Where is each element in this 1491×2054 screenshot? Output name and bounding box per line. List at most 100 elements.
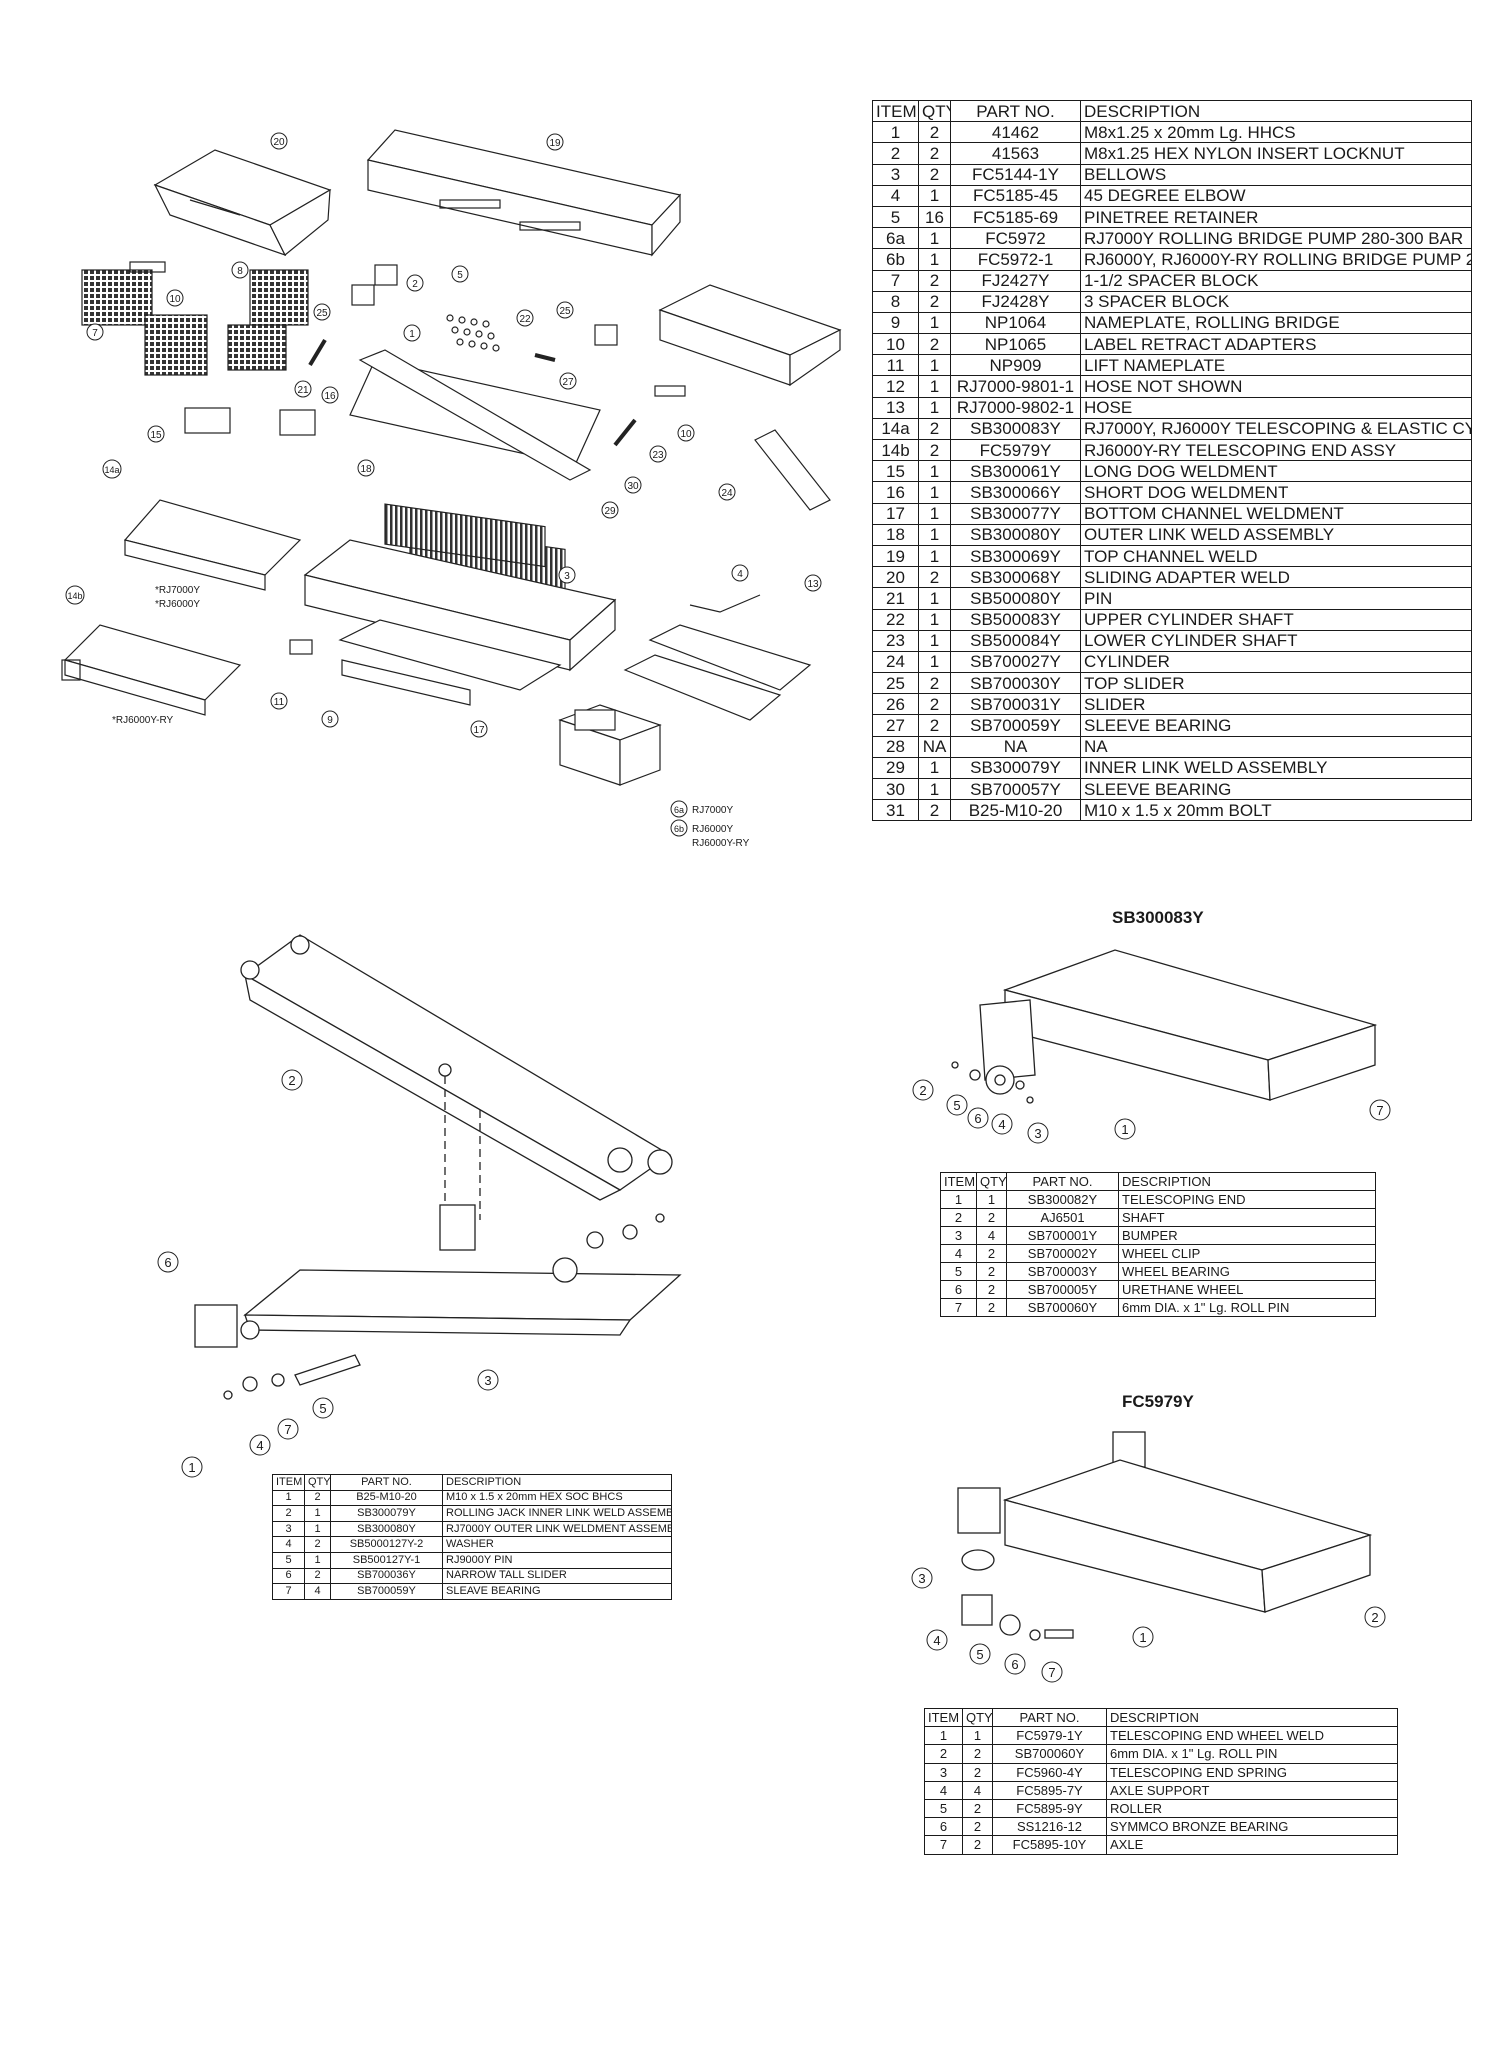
cell-qty: 2 — [918, 799, 951, 822]
part-pin — [308, 338, 327, 367]
fc-callout-1: 1 — [1132, 1626, 1154, 1648]
part-shaft — [969, 1069, 981, 1081]
callout-22: 22 — [516, 309, 534, 327]
cell-description: SLEEVE BEARING — [1080, 714, 1472, 737]
cell-description: M10 x 1.5 x 20mm BOLT — [1080, 799, 1472, 822]
svg-text:27: 27 — [562, 377, 574, 388]
cell-part-no: SB700001Y — [1006, 1226, 1119, 1245]
cell-part-no: SB500084Y — [950, 629, 1081, 652]
link-callout-4: 4 — [249, 1434, 271, 1456]
part-telescoping-end-right — [623, 654, 782, 721]
cell-description: SLIDING ADAPTER WELD — [1080, 566, 1472, 589]
cell-part-no: SB500080Y — [950, 587, 1081, 610]
cell-qty: 1 — [918, 777, 951, 801]
cell-qty: 2 — [962, 1817, 993, 1837]
callout-9: 9 — [321, 710, 339, 728]
cell-item: 30 — [872, 777, 919, 801]
callout-27: 27 — [559, 372, 577, 390]
cell-qty: 2 — [962, 1835, 993, 1855]
cell-qty: 4 — [976, 1226, 1007, 1245]
cell-part-no: FC5960-4Y — [992, 1762, 1107, 1782]
part-axle-support — [961, 1594, 993, 1626]
svg-text:7: 7 — [284, 1422, 291, 1437]
exploded-view — [61, 129, 842, 786]
cell-description: SHAFT — [1118, 1208, 1376, 1227]
link-callouts: 2 6 3 5 7 4 1 — [157, 1069, 499, 1478]
cell-item: 21 — [872, 587, 919, 610]
cell-qty: 1 — [918, 523, 951, 546]
cell-item: 9 — [872, 311, 919, 335]
cell-part-no: FC5895-7Y — [992, 1780, 1107, 1800]
cell-item: 19 — [872, 544, 919, 568]
svg-text:6: 6 — [1011, 1657, 1018, 1672]
cell-part-no: FC5979-1Y — [992, 1726, 1107, 1746]
cell-item: 3 — [924, 1762, 963, 1782]
table-header: ITEM QTY PART NO. DESCRIPTION — [924, 1707, 1398, 1728]
cell-qty: 2 — [918, 290, 951, 313]
part-pin — [294, 1354, 361, 1386]
cell-qty: 4 — [962, 1780, 993, 1800]
part-label — [654, 385, 686, 397]
part-telescoping-end-14a — [123, 499, 302, 591]
part-narrow-tall-slider — [194, 1304, 238, 1348]
cell-part-no: NP1065 — [950, 333, 1081, 356]
cell-qty: 1 — [918, 650, 951, 674]
cell-part-no: FC5185-69 — [950, 205, 1081, 229]
callout-24: 24 — [718, 483, 736, 501]
cell-item: 5 — [924, 1798, 963, 1819]
cell-part-no: SB700002Y — [1006, 1244, 1119, 1263]
cell-item: 7 — [940, 1298, 977, 1317]
cell-item: 25 — [872, 672, 919, 695]
cell-qty: 1 — [918, 375, 951, 398]
cell-item: 4 — [940, 1244, 977, 1263]
cell-part-no: SB300079Y — [330, 1505, 443, 1522]
callout-19: 19 — [546, 133, 564, 151]
label-6b-model: RJ6000Y — [692, 824, 733, 835]
svg-text:10: 10 — [169, 294, 181, 305]
cell-description: SHORT DOG WELDMENT — [1080, 481, 1472, 504]
callout-3: 3 — [558, 566, 576, 584]
cell-description: ROLLING JACK INNER LINK WELD ASSEMBLY — [442, 1505, 672, 1522]
cell-qty: 2 — [918, 714, 951, 737]
cell-qty: 1 — [918, 629, 951, 652]
callout-13: 13 — [804, 574, 822, 592]
svg-text:1: 1 — [188, 1460, 195, 1475]
label-6b-model-2: RJ6000Y-RY — [692, 838, 750, 849]
part-long-dog — [184, 407, 231, 434]
fc-callout-5: 5 — [969, 1643, 991, 1665]
part-telescoping-end-14b — [61, 624, 242, 716]
cell-part-no: FC5144-1Y — [950, 163, 1081, 186]
cell-part-no: 41563 — [950, 142, 1081, 165]
cell-part-no: SB300079Y — [950, 756, 1081, 780]
table-header: ITEM QTY PART NO. DESCRIPTION — [872, 99, 1472, 123]
cell-qty: 1 — [918, 756, 951, 780]
cell-description: PINETREE RETAINER — [1080, 205, 1472, 229]
link-callout-5: 5 — [312, 1397, 334, 1419]
cell-qty: 1 — [918, 587, 951, 610]
cell-description: OUTER LINK WELD ASSEMBLY — [1080, 523, 1472, 546]
cell-item: 23 — [872, 629, 919, 652]
part-link-bracket — [439, 1204, 476, 1251]
cell-qty: 2 — [918, 142, 951, 165]
cell-qty: 2 — [962, 1798, 993, 1819]
cell-item: 20 — [872, 566, 919, 589]
part-pinetree-retainers — [446, 314, 500, 352]
cell-item: 6 — [272, 1567, 305, 1585]
cell-item: 7 — [924, 1835, 963, 1855]
svg-text:4: 4 — [737, 569, 743, 580]
cell-qty: 1 — [976, 1190, 1007, 1209]
cell-description: LIFT NAMEPLATE — [1080, 354, 1472, 377]
